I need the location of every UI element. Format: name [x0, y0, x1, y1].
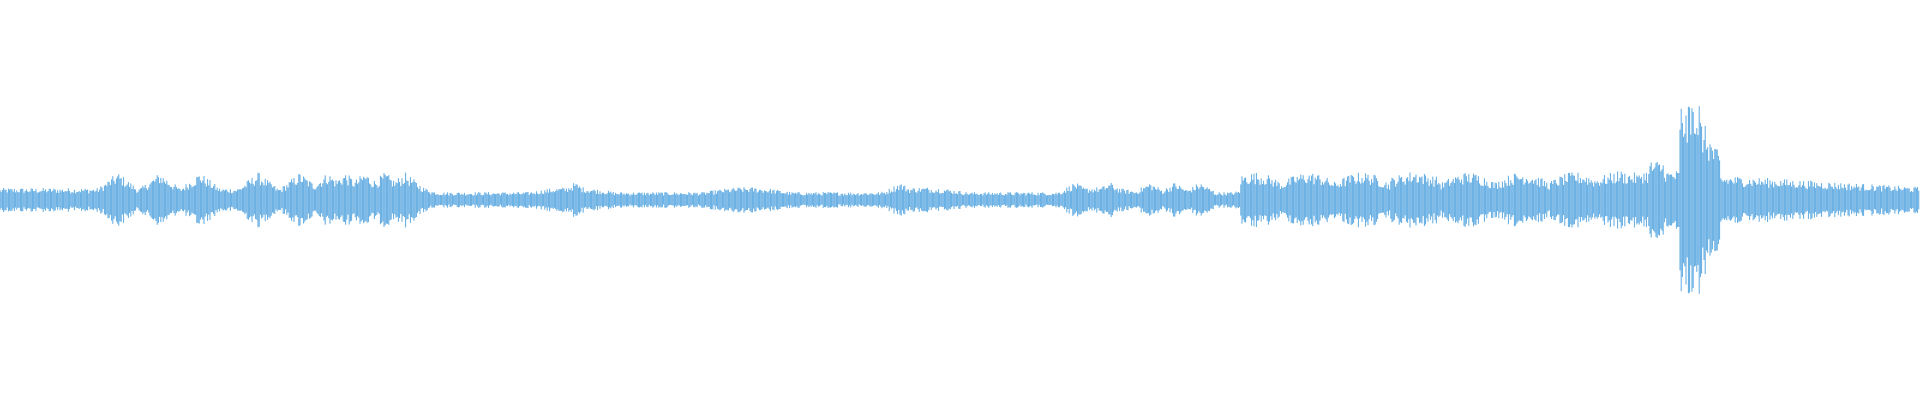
waveform-lines — [0, 106, 1920, 294]
